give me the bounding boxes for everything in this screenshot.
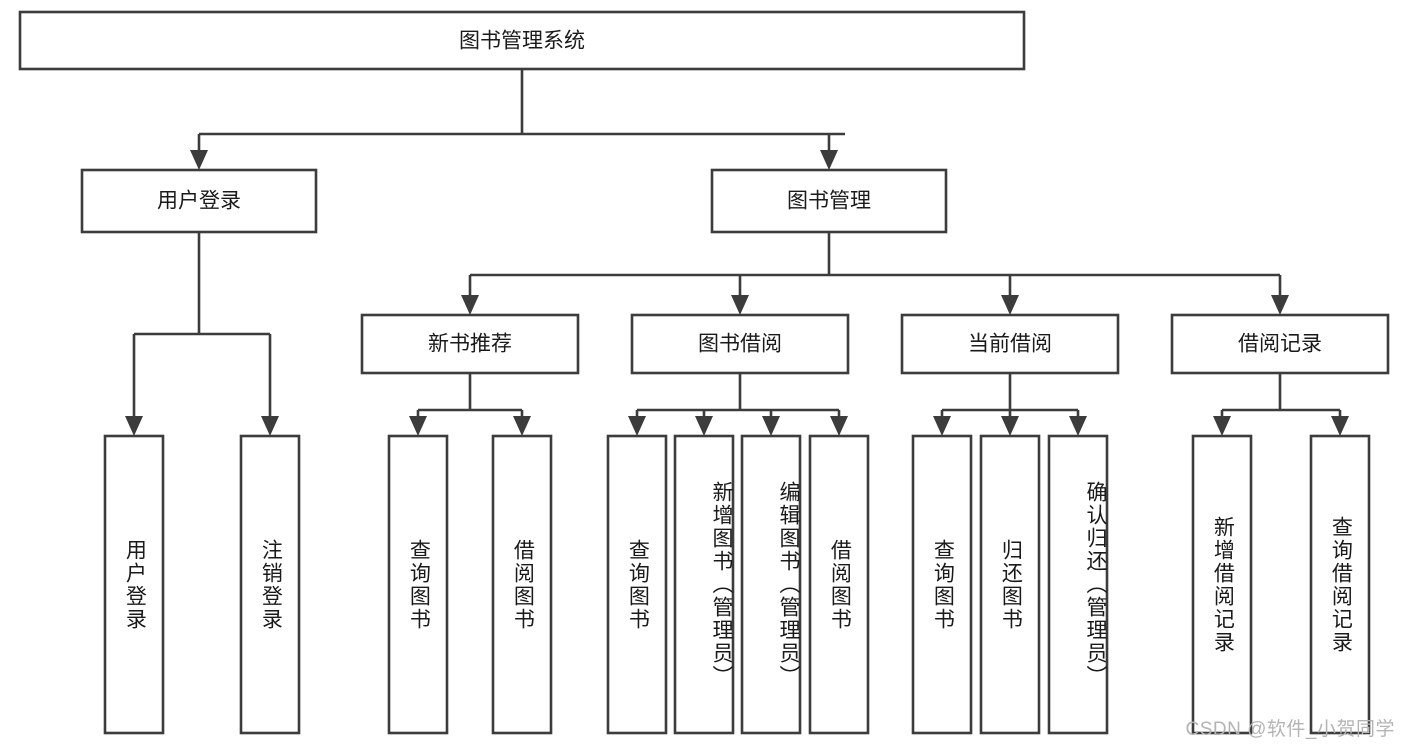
node-new-book-recommend-label: 新书推荐 [428, 333, 512, 356]
arrow-current-to-leaf2 [1001, 416, 1019, 436]
arrow-borrow-to-leaf1 [628, 416, 646, 436]
node-root[interactable]: 图书管理系统 [18, 10, 1026, 71]
leaf-box-confirm-return[interactable] [1047, 434, 1109, 735]
node-user-login-box[interactable] [80, 168, 318, 234]
leaf-box-query-record[interactable] [1309, 434, 1371, 735]
leaf-box-group [103, 434, 1371, 735]
node-book-borrow[interactable]: 图书借阅 [630, 313, 850, 375]
node-new-book-recommend[interactable]: 新书推荐 [360, 313, 580, 375]
arrow-root-to-book-mgmt [820, 150, 838, 170]
node-user-login-label: 用户登录 [157, 190, 241, 213]
node-current-borrow[interactable]: 当前借阅 [900, 313, 1120, 375]
arrow-user-login-to-leaf1 [125, 416, 143, 436]
arrow-user-login-to-leaf2 [261, 416, 279, 436]
arrow-book-mgmt-to-current [1001, 295, 1019, 315]
arrow-current-to-leaf3 [1069, 416, 1087, 436]
edge-group-new-book-children [409, 373, 531, 436]
leaf-box-query-book-3[interactable] [911, 434, 973, 735]
arrow-records-to-leaf1 [1213, 416, 1231, 436]
edge-group-current-children [933, 373, 1087, 436]
leaf-box-logout[interactable] [239, 434, 301, 735]
edge-group-user-login-children [125, 232, 279, 436]
node-root-box[interactable] [18, 10, 1026, 71]
arrow-book-mgmt-to-records [1271, 295, 1289, 315]
leaf-box-edit-book[interactable] [740, 434, 802, 735]
leaf-box-user-login[interactable] [103, 434, 165, 735]
arrow-book-mgmt-to-borrow [731, 295, 749, 315]
leaf-box-add-record[interactable] [1191, 434, 1253, 735]
node-root-label: 图书管理系统 [459, 30, 585, 53]
arrow-book-mgmt-to-new-book [461, 295, 479, 315]
node-book-borrow-box[interactable] [630, 313, 850, 375]
arrow-new-book-to-leaf2 [513, 416, 531, 436]
node-new-book-recommend-box[interactable] [360, 313, 580, 375]
arrow-current-to-leaf1 [933, 416, 951, 436]
arrow-borrow-to-leaf4 [830, 416, 848, 436]
arrow-borrow-to-leaf3 [762, 416, 780, 436]
edge-group-root-to-level2 [190, 69, 845, 170]
arrow-new-book-to-leaf1 [409, 416, 427, 436]
node-borrow-records-label: 借阅记录 [1238, 333, 1322, 356]
node-book-management[interactable]: 图书管理 [710, 168, 948, 234]
watermark-text: CSDN @软件_小贺同学 [1185, 719, 1395, 740]
edge-group-borrow-children [628, 373, 848, 436]
arrow-records-to-leaf2 [1331, 416, 1349, 436]
leaf-box-borrow-book-2[interactable] [808, 434, 870, 735]
arrow-borrow-to-leaf2 [695, 416, 713, 436]
node-book-borrow-label: 图书借阅 [698, 333, 782, 356]
node-current-borrow-box[interactable] [900, 313, 1120, 375]
leaf-box-add-book[interactable] [673, 434, 735, 735]
node-book-management-label: 图书管理 [787, 190, 871, 213]
edge-group-records-children [1213, 373, 1349, 436]
arrow-root-to-user-login [190, 150, 208, 170]
leaf-box-query-book-1[interactable] [387, 434, 449, 735]
node-borrow-records[interactable]: 借阅记录 [1170, 313, 1390, 375]
node-current-borrow-label: 当前借阅 [968, 333, 1052, 356]
node-user-login[interactable]: 用户登录 [80, 168, 318, 234]
edge-group-book-mgmt-children [461, 232, 1289, 315]
node-borrow-records-box[interactable] [1170, 313, 1390, 375]
leaf-box-query-book-2[interactable] [606, 434, 668, 735]
leaf-box-return-book[interactable] [979, 434, 1041, 735]
leaf-box-borrow-book-1[interactable] [491, 434, 553, 735]
node-book-management-box[interactable] [710, 168, 948, 234]
